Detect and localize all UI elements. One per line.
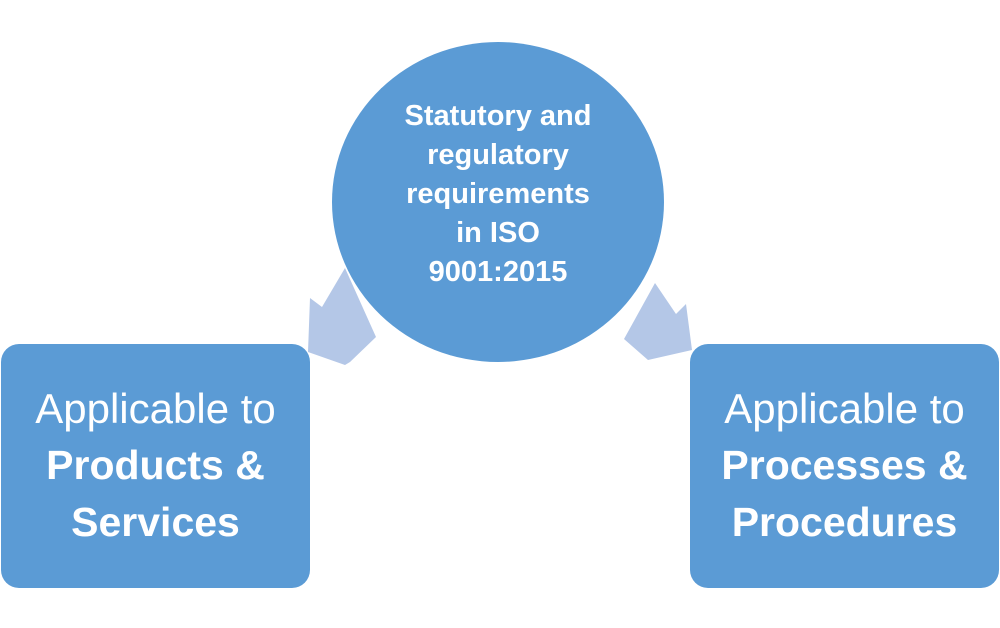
left-box-intro: Applicable to	[35, 385, 276, 432]
left-box-line: Products &	[46, 442, 265, 488]
center-text-line: requirements	[406, 177, 590, 210]
center-text-line: 9001:2015	[428, 255, 568, 288]
left-box-products-services: Applicable to Products & Services	[1, 344, 310, 588]
right-box-line: Processes &	[721, 442, 968, 488]
arrow-to-right-box	[624, 283, 692, 360]
arrow-to-left-box	[308, 268, 376, 365]
right-box-processes-procedures: Applicable to Processes & Procedures	[690, 344, 999, 588]
center-text-line: Statutory and	[404, 99, 592, 132]
center-text-line: regulatory	[427, 138, 569, 171]
center-circle: Statutory and regulatory requirements in…	[332, 42, 664, 362]
left-box-line: Services	[71, 499, 240, 545]
right-box-line: Procedures	[731, 499, 958, 545]
center-text-line: in ISO	[456, 216, 540, 249]
right-box-intro: Applicable to	[724, 385, 965, 432]
